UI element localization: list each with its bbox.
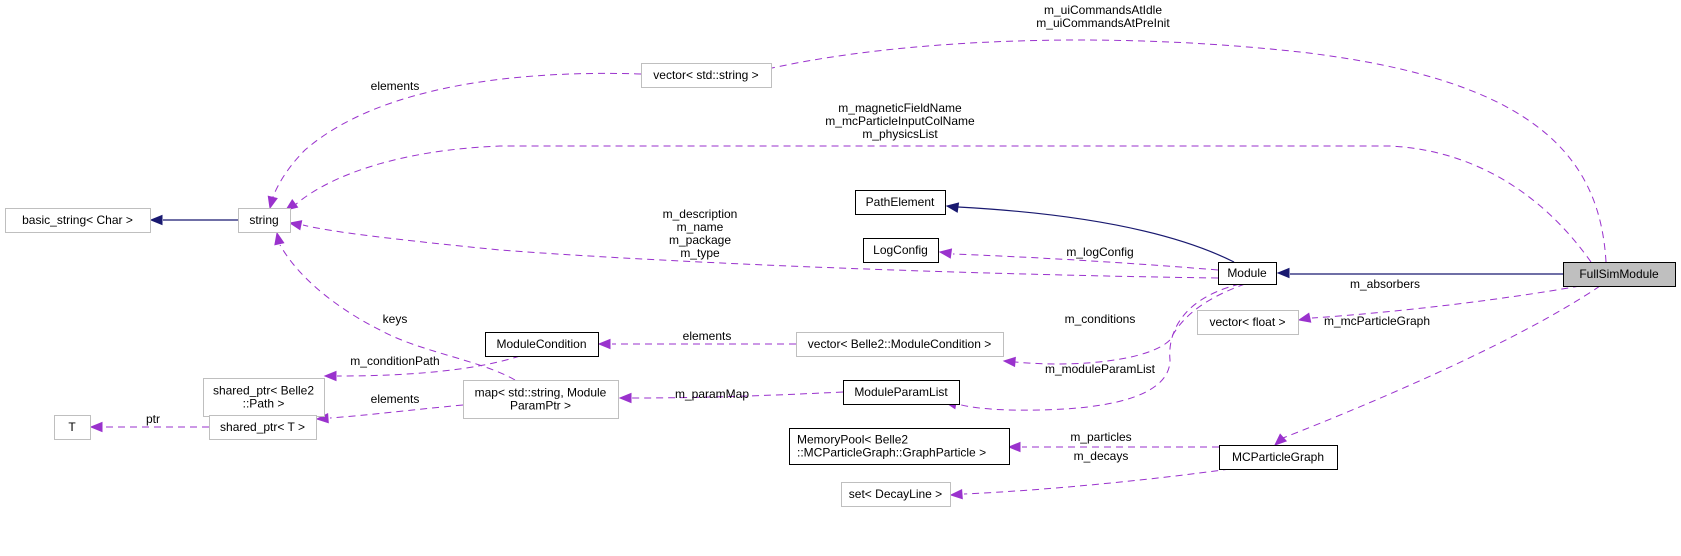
class-node-MCParticleGraph[interactable]: MCParticleGraph <box>1219 445 1338 470</box>
edge-label: m_package <box>669 233 731 247</box>
class-node-FullSimModule[interactable]: FullSimModule <box>1563 262 1676 287</box>
arrowhead-icon <box>1002 356 1016 368</box>
arrowhead-icon <box>1276 267 1290 279</box>
class-node-label: shared_ptr< Belle2 <box>213 384 314 398</box>
usage-edge-ModuleCondition-to-shared_ptr_path <box>323 355 521 382</box>
class-node-Module[interactable]: Module <box>1218 262 1277 285</box>
arrowhead-icon <box>267 195 278 210</box>
class-node-basic_string: basic_string< Char > <box>5 208 151 233</box>
class-node-PathElement[interactable]: PathElement <box>855 190 946 215</box>
class-node-label: FullSimModule <box>1579 267 1659 281</box>
usage-edge-Module-to-LogConfig <box>938 248 1219 271</box>
class-node-label: basic_string< Char > <box>22 213 133 227</box>
arrowhead-icon <box>945 202 960 213</box>
class-node-set_decay: set< DecayLine > <box>841 482 951 507</box>
class-node-label: PathElement <box>866 195 935 209</box>
arrowhead-icon <box>1007 441 1021 453</box>
arrowhead-icon <box>949 488 963 500</box>
edge-label: m_paramMap <box>675 387 749 401</box>
arrowhead-icon <box>89 421 103 433</box>
inheritance-edge-string-to-basic_string <box>149 214 238 226</box>
class-node-shared_ptr_T: shared_ptr< T > <box>209 415 317 440</box>
class-node-label: set< DecayLine > <box>849 487 942 501</box>
class-node-ModuleCondition[interactable]: ModuleCondition <box>485 332 599 357</box>
class-node-label: ::Path > <box>243 397 285 411</box>
usage-edge-ModuleParamList-to-map_param <box>618 391 844 404</box>
edge-label: m_conditions <box>1065 312 1136 326</box>
edge-label: m_description <box>663 207 738 221</box>
usage-edge-FullSimModule-to-MCParticleGraph <box>1274 285 1601 446</box>
class-node-label: T <box>68 420 76 434</box>
edge-label: elements <box>371 392 420 406</box>
usage-edge-vector_modcond-to-ModuleCondition <box>597 338 796 350</box>
edge-label: elements <box>683 329 732 343</box>
class-node-label: ::MCParticleGraph::GraphParticle > <box>797 446 986 460</box>
arrowhead-icon <box>1274 433 1288 446</box>
class-node-vector_float: vector< float > <box>1197 310 1299 335</box>
usage-edge-shared_ptr_T-to-T <box>89 421 209 433</box>
class-node-label: vector< float > <box>1209 315 1285 329</box>
edge-label: m_uiCommandsAtPreInit <box>1036 16 1170 30</box>
edge-label: ptr <box>146 412 160 426</box>
arrowhead-icon <box>288 220 303 231</box>
usage-edge-Module-to-string <box>288 220 1219 279</box>
class-node-label: string <box>249 213 278 227</box>
inheritance-edge-FullSimModule-to-Module <box>1276 267 1563 279</box>
class-node-label: ModuleParamList <box>854 385 948 399</box>
usage-edge-MCParticleGraph-to-set_decay <box>949 468 1231 500</box>
edge-label: keys <box>383 312 408 326</box>
class-node-label: ModuleCondition <box>496 337 586 351</box>
arrowhead-icon <box>938 248 953 259</box>
edge-label: m_magneticFieldName <box>838 101 962 115</box>
arrowhead-icon <box>274 231 285 246</box>
usage-edge-FullSimModule-to-vector_float <box>1297 285 1581 323</box>
edge-label: m_name <box>677 220 724 234</box>
arrowhead-icon <box>1297 312 1312 323</box>
edge-label: m_conditionPath <box>350 354 439 368</box>
edge-label: m_physicsList <box>862 127 938 141</box>
class-node-label: shared_ptr< T > <box>220 420 305 434</box>
arrowhead-icon <box>618 392 632 404</box>
edge-label: m_absorbers <box>1350 277 1420 291</box>
inheritance-edge-Module-to-PathElement <box>945 202 1235 263</box>
class-node-label: LogConfig <box>873 243 928 257</box>
usage-edge-vector_string-to-string <box>267 72 642 210</box>
arrowhead-icon <box>284 198 299 211</box>
class-node-vector_string: vector< std::string > <box>641 63 772 88</box>
edge-label: m_mcParticleInputColName <box>825 114 975 128</box>
class-node-string: string <box>238 208 291 233</box>
class-node-ModuleParamList[interactable]: ModuleParamList <box>843 380 960 405</box>
class-node-LogConfig[interactable]: LogConfig <box>863 238 939 263</box>
usage-edge-FullSimModule-to-string <box>284 145 1592 263</box>
edge-label: elements <box>371 79 420 93</box>
class-node-label: map< std::string, Module <box>475 386 607 400</box>
edge-label: m_type <box>680 246 720 260</box>
arrowhead-icon <box>597 338 611 350</box>
usage-edge-map_param-to-string <box>274 231 516 381</box>
class-node-vector_modcond: vector< Belle2::ModuleCondition > <box>796 332 1004 357</box>
class-node-label: MemoryPool< Belle2 <box>797 433 908 447</box>
class-node-label: Module <box>1227 266 1267 280</box>
edge-label: m_particles <box>1070 430 1131 444</box>
arrowhead-icon <box>323 370 337 382</box>
edge-label: m_decays <box>1074 449 1129 463</box>
usage-edge-FullSimModule-to-vector_string <box>750 39 1607 263</box>
arrowhead-icon <box>149 214 163 226</box>
edge-label: m_uiCommandsAtIdle <box>1044 3 1162 17</box>
usage-edge-map_param-to-shared_ptr_T <box>315 404 464 424</box>
edge-label: m_mcParticleGraph <box>1324 314 1430 328</box>
class-node-T: T <box>54 415 91 440</box>
class-node-label: vector< std::string > <box>653 68 758 82</box>
edge-label: m_logConfig <box>1066 245 1133 259</box>
usage-edge-MCParticleGraph-to-MemoryPool <box>1007 441 1219 453</box>
class-node-MemoryPool[interactable]: MemoryPool< Belle2::MCParticleGraph::Gra… <box>789 428 1010 465</box>
class-node-shared_ptr_path: shared_ptr< Belle2::Path > <box>203 378 325 417</box>
class-node-label: ParamPtr > <box>510 399 571 413</box>
usage-edge-Module-to-vector_modcond <box>1002 283 1246 368</box>
class-node-label: MCParticleGraph <box>1232 450 1324 464</box>
edge-label: m_moduleParamList <box>1045 362 1156 376</box>
class-node-label: vector< Belle2::ModuleCondition > <box>808 337 991 351</box>
